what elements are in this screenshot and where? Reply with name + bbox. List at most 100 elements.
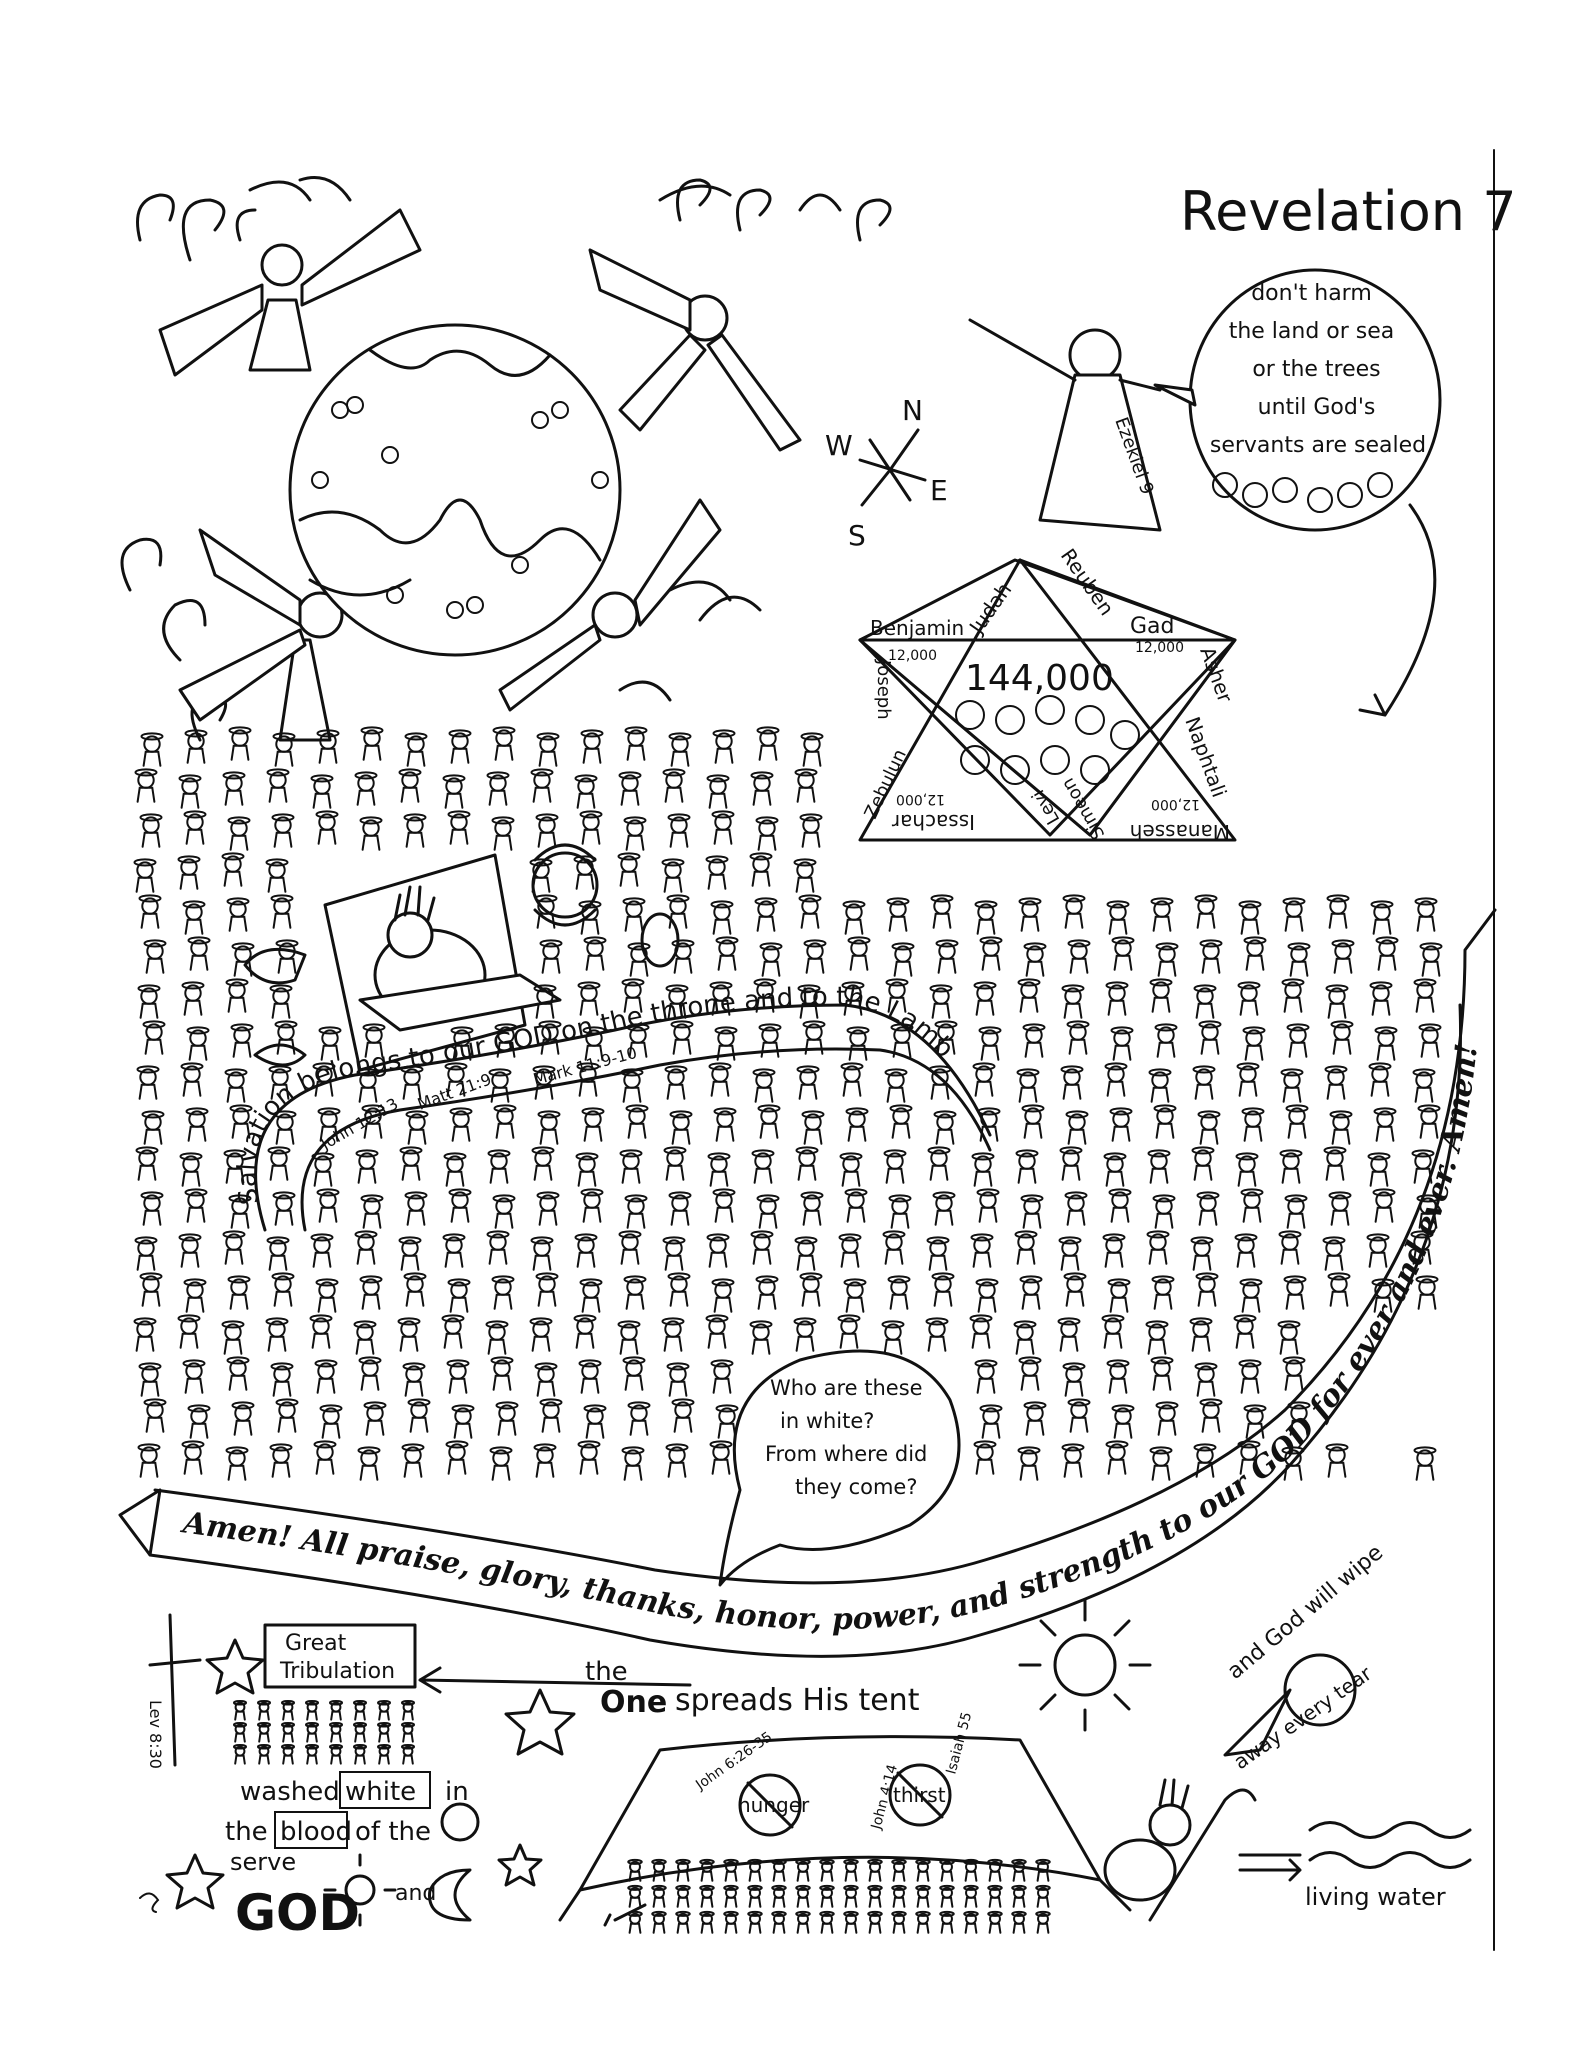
figure-head bbox=[869, 1860, 881, 1873]
figure-head bbox=[538, 1275, 556, 1293]
figure-robe bbox=[802, 750, 822, 767]
figure-robe bbox=[1241, 1296, 1261, 1313]
figure-head bbox=[1283, 1071, 1301, 1089]
figure-robe bbox=[274, 1209, 294, 1226]
halo bbox=[397, 1317, 421, 1326]
halo bbox=[661, 1317, 685, 1326]
figure-head bbox=[1244, 1110, 1262, 1128]
figure-robe bbox=[713, 828, 733, 845]
figure-head bbox=[330, 1745, 342, 1757]
halo bbox=[752, 1068, 776, 1077]
halo bbox=[795, 1146, 819, 1155]
throne-lamb bbox=[323, 853, 562, 1072]
figure-head bbox=[581, 903, 599, 921]
of-the-word: of the bbox=[355, 1817, 431, 1847]
figure-robe bbox=[449, 828, 469, 845]
figure-robe bbox=[1017, 1167, 1037, 1184]
halo bbox=[134, 768, 158, 777]
halo bbox=[759, 942, 783, 951]
figure-head bbox=[450, 1281, 468, 1299]
question-line-3: From where did bbox=[765, 1442, 927, 1466]
halo bbox=[1017, 1446, 1041, 1455]
figure-head bbox=[582, 1281, 600, 1299]
halo bbox=[404, 1191, 428, 1200]
figure-head bbox=[494, 819, 512, 837]
figure-head bbox=[712, 984, 730, 1002]
tribe-count-benjamin: 12,000 bbox=[888, 648, 937, 664]
figure-head bbox=[282, 1701, 294, 1713]
halo bbox=[1062, 894, 1086, 903]
figure-head bbox=[183, 1065, 201, 1083]
speech-line-1: don't harm bbox=[1251, 281, 1372, 306]
tribe-gad: Gad bbox=[1130, 614, 1175, 639]
halo bbox=[441, 1314, 465, 1323]
figure-head bbox=[725, 1912, 737, 1925]
figure-robe bbox=[402, 1732, 414, 1743]
halo bbox=[796, 1065, 820, 1074]
figure-robe bbox=[622, 1086, 642, 1103]
figure-robe bbox=[273, 1290, 293, 1307]
figure-head bbox=[1152, 981, 1170, 999]
tent-the: the bbox=[585, 1657, 628, 1687]
halo bbox=[1109, 1107, 1133, 1116]
halo bbox=[403, 1272, 427, 1281]
halo bbox=[407, 1398, 431, 1407]
halo bbox=[1418, 1023, 1442, 1032]
tribe-manasseh: Manasseh bbox=[1130, 820, 1230, 844]
figure-robe bbox=[185, 1296, 205, 1313]
figure-head bbox=[366, 1404, 384, 1422]
figure-robe bbox=[929, 1164, 949, 1181]
figure-robe bbox=[532, 1254, 552, 1271]
halo bbox=[618, 771, 642, 780]
figure-head bbox=[534, 1149, 552, 1167]
figure-head bbox=[318, 813, 336, 831]
figure-robe bbox=[268, 786, 288, 803]
figure-robe bbox=[842, 1080, 862, 1097]
halo bbox=[1189, 1317, 1213, 1326]
halo bbox=[187, 1404, 211, 1413]
halo bbox=[275, 939, 299, 948]
figure-robe bbox=[136, 1254, 156, 1271]
halo bbox=[925, 1317, 949, 1326]
figure-head bbox=[1372, 984, 1390, 1002]
figure-head bbox=[577, 1236, 595, 1254]
halo bbox=[771, 1884, 787, 1891]
figure-head bbox=[1013, 1886, 1025, 1899]
figure-robe bbox=[1326, 1083, 1346, 1100]
figure-robe bbox=[1105, 1170, 1125, 1187]
figure-robe bbox=[1069, 957, 1089, 974]
halo bbox=[1067, 939, 1091, 948]
figure-head bbox=[137, 771, 155, 789]
hunger-word: hunger bbox=[738, 1793, 810, 1817]
halo bbox=[843, 1884, 859, 1891]
halo bbox=[1194, 1362, 1218, 1371]
figure-robe bbox=[316, 1377, 336, 1394]
figure-robe bbox=[576, 792, 596, 809]
figure-head bbox=[709, 777, 727, 795]
figure-head bbox=[1192, 1320, 1210, 1338]
halo bbox=[839, 1152, 863, 1161]
halo bbox=[489, 1446, 513, 1455]
halo bbox=[1323, 1146, 1347, 1155]
figure-head bbox=[620, 1323, 638, 1341]
figure-head bbox=[653, 1912, 665, 1925]
figure-robe bbox=[841, 1170, 861, 1187]
figure-robe bbox=[932, 912, 952, 929]
figure-robe bbox=[1328, 912, 1348, 929]
halo bbox=[183, 810, 207, 819]
figure-robe bbox=[772, 1870, 786, 1882]
halo bbox=[709, 1440, 733, 1449]
figure-robe bbox=[227, 1464, 247, 1481]
figure-robe bbox=[1191, 1335, 1211, 1352]
halo bbox=[1197, 1110, 1221, 1119]
figure-head bbox=[977, 903, 995, 921]
halo bbox=[488, 1068, 512, 1077]
figure-robe bbox=[1061, 1164, 1081, 1181]
figure-robe bbox=[1036, 1922, 1050, 1934]
halo bbox=[536, 732, 560, 741]
living-water: living water bbox=[1238, 1821, 1472, 1911]
halo bbox=[495, 1401, 519, 1410]
halo bbox=[399, 1146, 423, 1155]
tribulation-line-2: Tribulation bbox=[279, 1659, 395, 1684]
figure-head bbox=[981, 1029, 999, 1047]
